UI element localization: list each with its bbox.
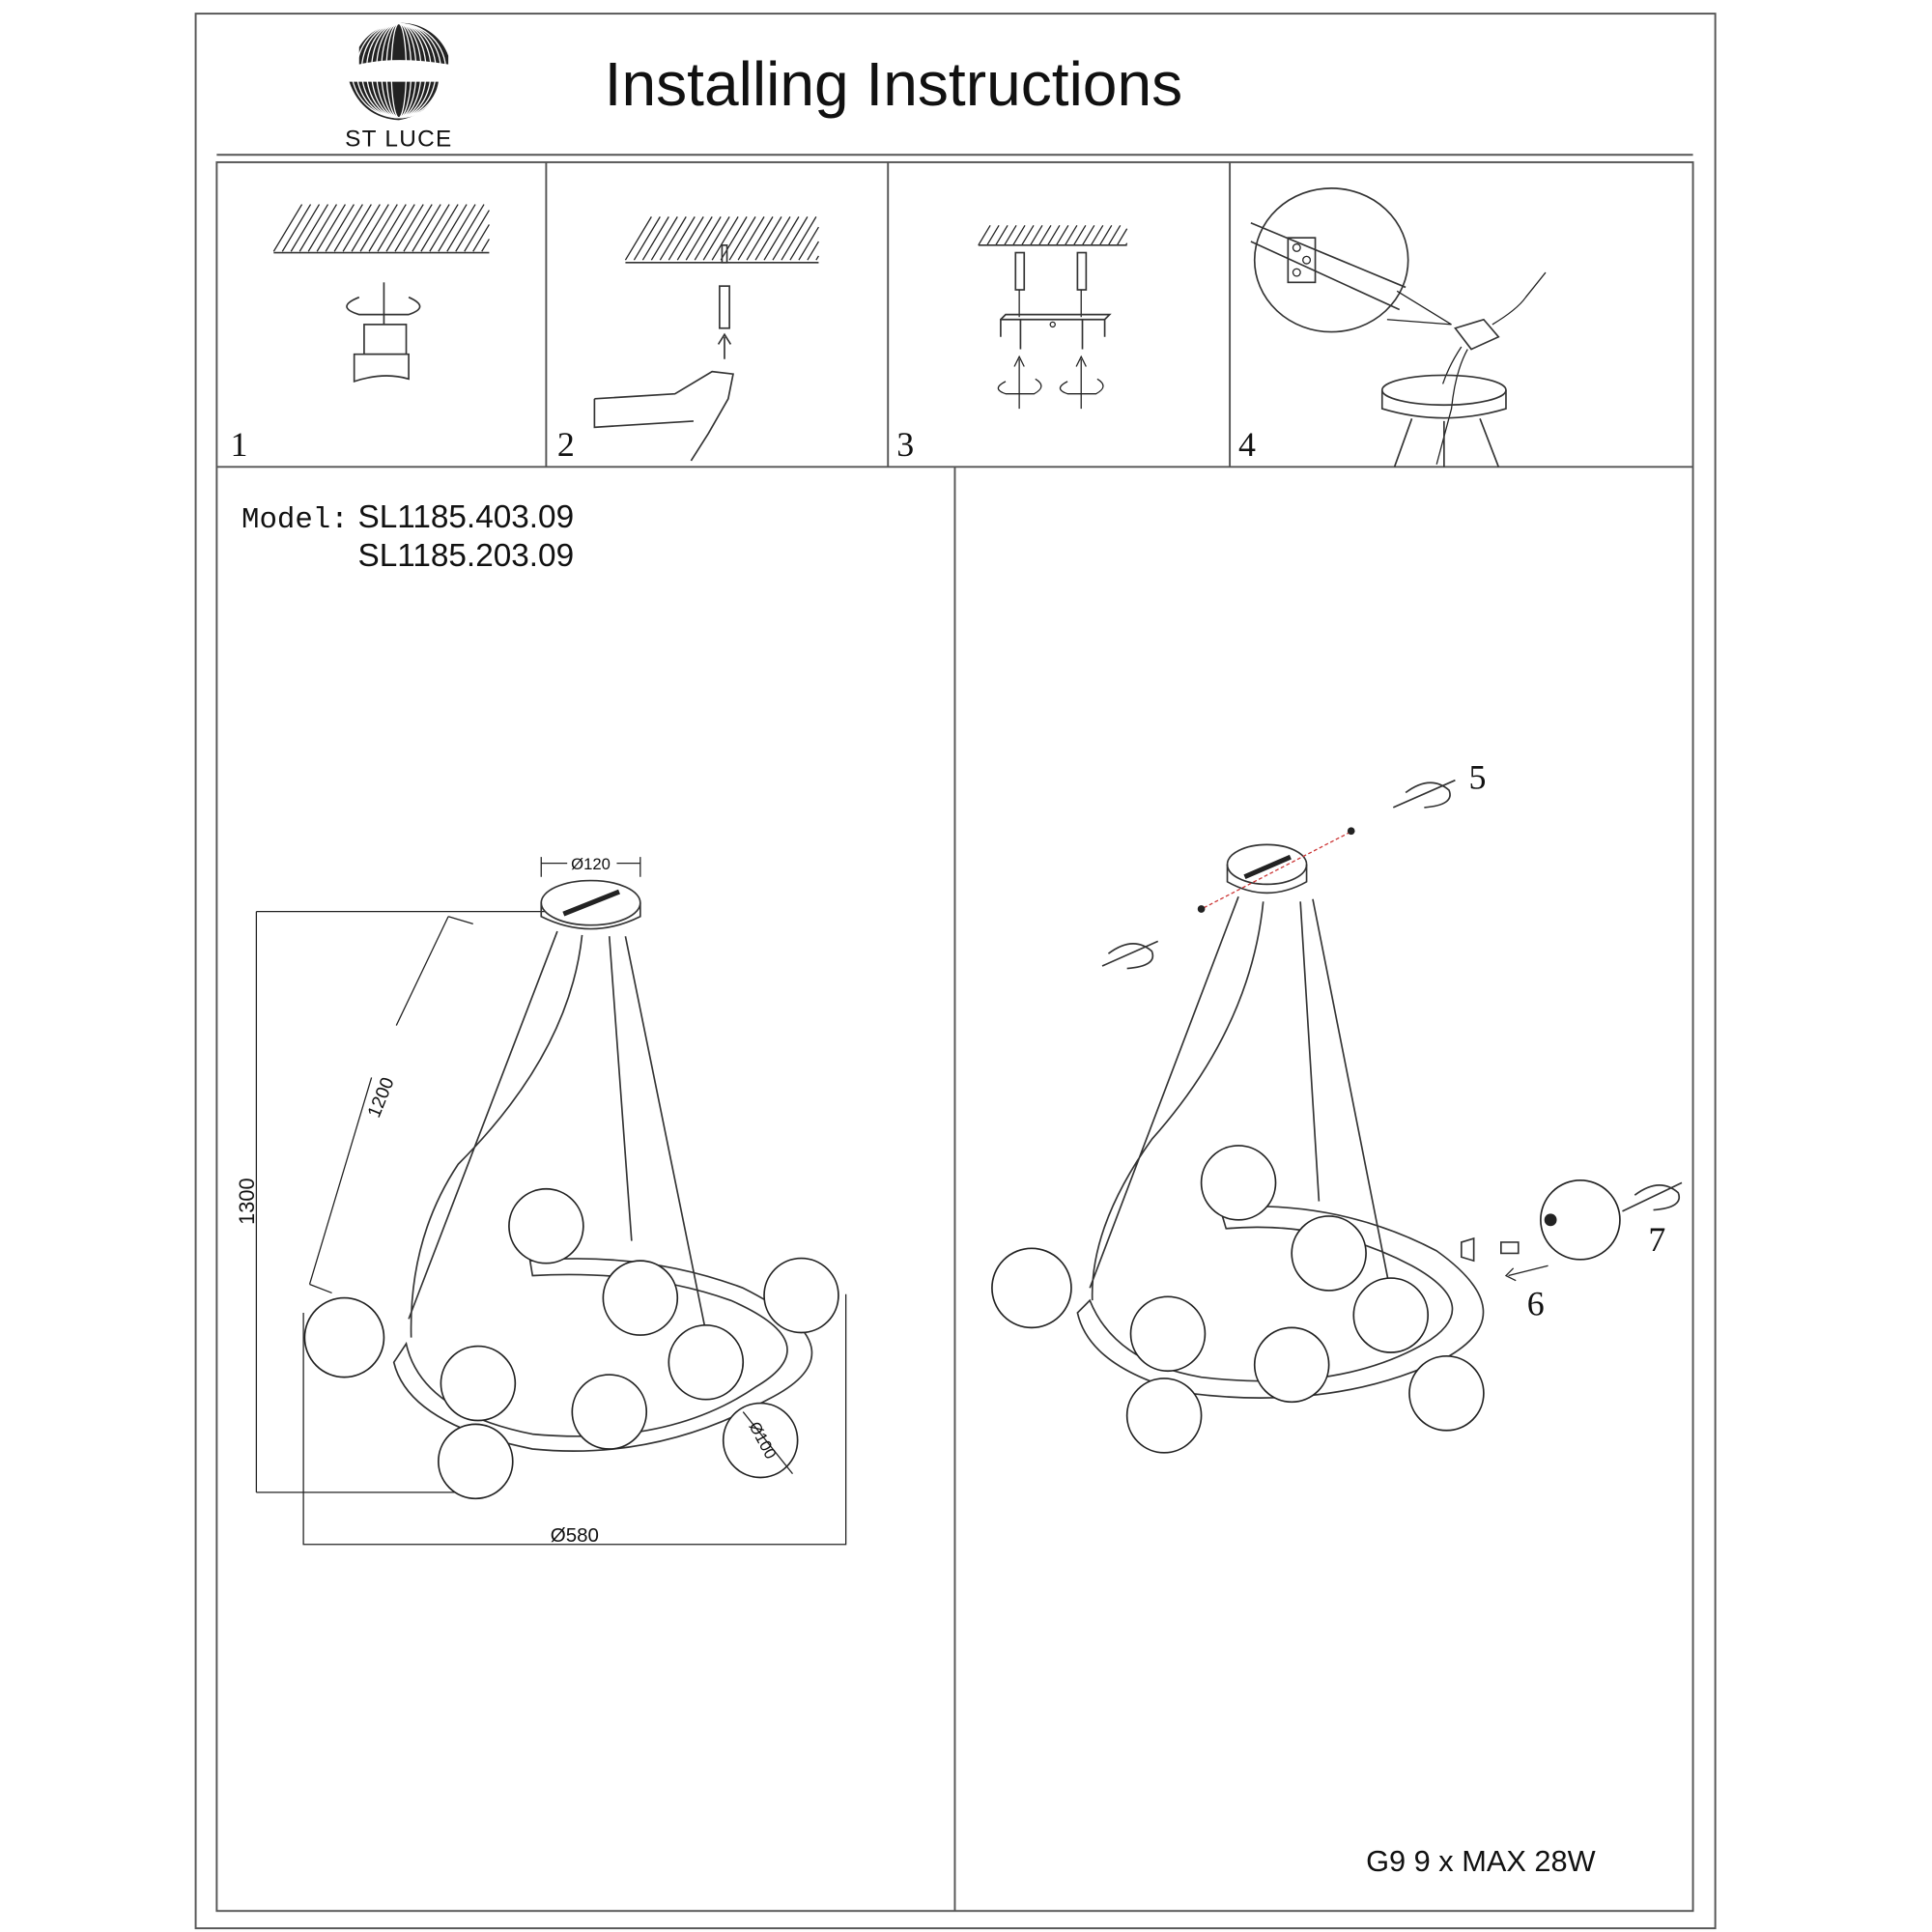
height-label: 1300 <box>235 1178 259 1224</box>
outer-frame <box>194 13 1717 1930</box>
bulb-spec: G9 9 x MAX 28W <box>1366 1844 1596 1878</box>
globe <box>1540 1179 1621 1261</box>
globe <box>1200 1145 1277 1221</box>
model-code: SL1185.403.09 <box>358 499 575 535</box>
globe <box>1352 1277 1430 1353</box>
globe <box>1125 1378 1203 1454</box>
globe <box>991 1247 1072 1329</box>
globe <box>508 1187 584 1264</box>
rotate-icon <box>1622 1181 1683 1212</box>
model-code: SL1185.203.09 <box>358 538 575 574</box>
step-number: 1 <box>230 425 247 464</box>
globe <box>668 1323 745 1401</box>
globe <box>763 1257 839 1334</box>
rotate-icon <box>1392 779 1456 809</box>
ceiling-hatch <box>978 225 1128 246</box>
step-number: 4 <box>1238 425 1256 464</box>
step-number: 2 <box>557 425 575 464</box>
canopy-diameter-label: Ø120 <box>571 855 611 873</box>
callout-number: 7 <box>1648 1220 1665 1259</box>
page-title: Installing Instructions <box>605 49 1183 119</box>
globe <box>1253 1326 1330 1404</box>
cable-length-label: 1200 <box>364 1075 398 1122</box>
chandelier-dimension-drawing: Ø120 1200 1300 Ø100 Ø580 <box>235 855 847 1547</box>
callout-number: 5 <box>1469 758 1487 797</box>
globe <box>602 1260 679 1336</box>
globe <box>303 1296 385 1378</box>
globe <box>571 1374 648 1450</box>
step-4-wire-connection-icon <box>1250 187 1547 468</box>
ceiling-hatch <box>272 204 490 252</box>
chandelier-assembly-drawing: 5 6 7 <box>991 758 1683 1454</box>
st-luce-logo: ST LUCE <box>345 20 452 152</box>
globe <box>1291 1215 1367 1292</box>
globe <box>1129 1295 1207 1373</box>
globe <box>722 1402 799 1479</box>
step-2-hammer-anchor-icon <box>593 216 819 462</box>
globe <box>1408 1355 1485 1432</box>
globe <box>440 1345 517 1422</box>
step-1-drill-ceiling-icon <box>272 204 490 384</box>
ceiling-hatch <box>624 216 819 261</box>
callout-number: 6 <box>1527 1285 1545 1323</box>
step-3-mounting-bracket-icon <box>978 225 1128 410</box>
model-label: Model: <box>242 503 349 537</box>
brand-name: ST LUCE <box>345 126 452 152</box>
step-number: 3 <box>896 425 914 464</box>
width-label: Ø580 <box>551 1524 599 1547</box>
globe <box>438 1423 514 1500</box>
rotate-icon <box>1101 940 1159 970</box>
